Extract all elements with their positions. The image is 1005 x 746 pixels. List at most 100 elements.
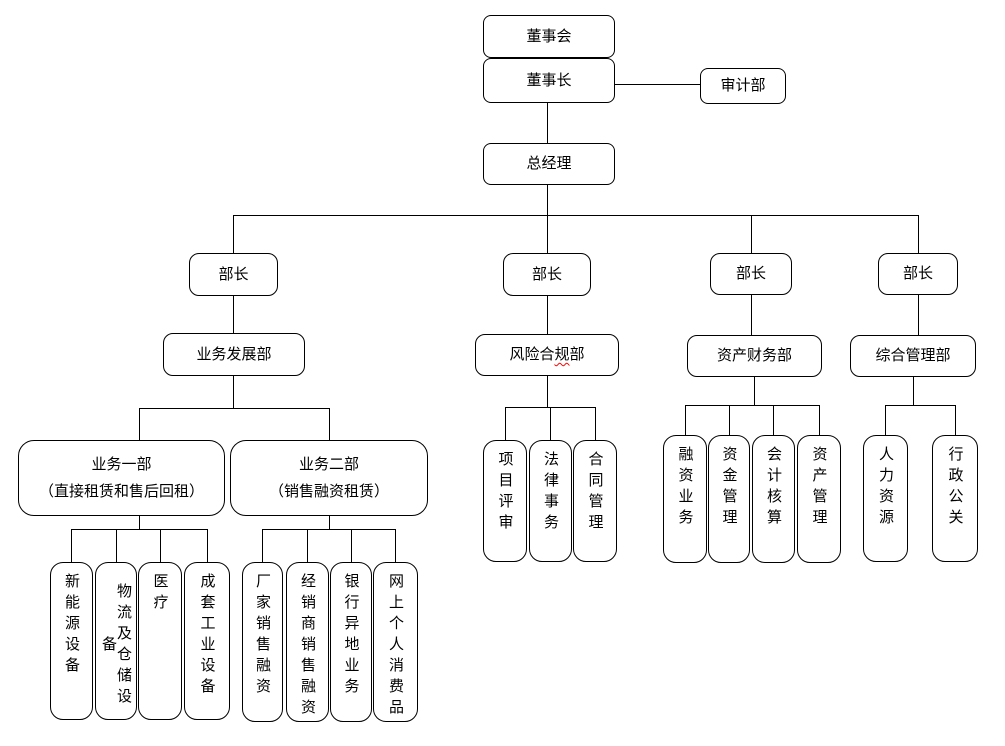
connector-line — [547, 185, 549, 215]
connector-line — [550, 407, 552, 440]
node-business-development-dept: 业务发展部 — [163, 333, 305, 376]
node-label: 人力资源 — [877, 446, 894, 530]
node-accounting: 会计核算 — [752, 435, 795, 563]
connector-line — [819, 405, 821, 435]
node-minister-1: 部长 — [189, 253, 278, 296]
node-complete-industrial-equipment: 成套工业设备 — [184, 562, 230, 720]
node-label: 综合管理部 — [875, 347, 951, 364]
connector-line — [262, 529, 264, 562]
node-label: 资产管理 — [810, 446, 828, 530]
connector-line — [547, 296, 549, 334]
connector-main-rail — [233, 215, 918, 217]
node-board-of-directors: 董事会 — [483, 15, 615, 58]
connector-line — [207, 529, 209, 562]
connector-line — [547, 103, 549, 143]
node-label: 新能源设备 — [63, 573, 80, 678]
node-label: 风险合规部 — [509, 346, 585, 363]
node-label: 资金管理 — [720, 446, 738, 530]
node-label: 总经理 — [526, 155, 572, 172]
node-label: 部长 — [218, 265, 249, 283]
node-label: 厂家销售融资 — [254, 573, 271, 699]
connector-line — [329, 408, 331, 440]
connector-line — [751, 215, 753, 253]
node-label: 合同管理 — [586, 451, 604, 535]
connector-line — [139, 408, 141, 440]
node-label: 资产财务部 — [716, 347, 792, 364]
node-medical: 医疗 — [138, 562, 182, 720]
node-business-division-2: 业务二部 （销售融资租赁） — [230, 440, 428, 516]
connector-line — [307, 529, 309, 562]
node-bank-remote-business: 银行异地业务 — [330, 562, 372, 722]
connector-line — [116, 529, 118, 562]
connector-line — [233, 296, 235, 333]
node-contract-management: 合同管理 — [573, 440, 617, 562]
connector-chairman-audit — [615, 84, 700, 86]
node-subtitle: （直接租赁和售后回租） — [38, 483, 204, 500]
node-label: 董事长 — [526, 71, 572, 89]
spellcheck-underline: 规 — [554, 346, 570, 363]
node-project-review: 项目评审 — [483, 440, 527, 562]
node-general-management-dept: 综合管理部 — [850, 335, 976, 377]
connector-line — [751, 295, 753, 335]
node-label: 部长 — [902, 265, 933, 282]
connector-asset-rail — [685, 405, 819, 407]
node-minister-3: 部长 — [710, 253, 792, 295]
node-label: 部长 — [735, 265, 766, 282]
connector-line — [918, 215, 920, 253]
node-general-manager: 总经理 — [483, 143, 615, 185]
connector-line — [913, 377, 915, 405]
connector-line — [729, 405, 731, 435]
node-title: 业务一部 — [91, 456, 152, 473]
node-asset-management: 资产管理 — [797, 435, 841, 563]
node-label: 成套工业设备 — [198, 573, 216, 699]
node-label: 网上个人消费品 — [387, 573, 404, 720]
node-title: 业务二部 — [298, 456, 359, 473]
node-business-division-1: 业务一部 （直接租赁和售后回租） — [18, 440, 225, 516]
connector-line — [685, 405, 687, 435]
node-new-energy-equipment: 新能源设备 — [50, 562, 93, 720]
connector-line — [754, 377, 756, 405]
connector-line — [351, 529, 353, 562]
connector-line — [505, 407, 507, 440]
node-label: 业务发展部 — [196, 345, 272, 363]
node-audit-dept: 审计部 — [700, 68, 786, 104]
node-label: 经销商销售融资 — [299, 573, 316, 720]
connector-line — [160, 529, 162, 562]
node-online-personal-consumer-goods: 网上个人消费品 — [373, 562, 418, 722]
node-minister-2: 部长 — [503, 253, 591, 296]
connector-div2-rail — [262, 529, 396, 531]
node-label: 董事会 — [526, 27, 572, 45]
node-human-resources: 人力资源 — [863, 435, 908, 562]
node-chairman: 董事长 — [483, 58, 615, 103]
node-label: 法律事务 — [542, 451, 559, 535]
node-label: 银行异地业务 — [342, 573, 360, 699]
node-label: 审计部 — [720, 77, 766, 94]
node-manufacturer-sales-financing: 厂家销售融资 — [242, 562, 283, 722]
node-funds-management: 资金管理 — [708, 435, 750, 563]
connector-line — [595, 407, 597, 440]
connector-line — [918, 295, 920, 335]
connector-line — [71, 529, 73, 562]
connector-line — [885, 405, 887, 435]
connector-line — [233, 376, 235, 408]
node-risk-compliance-dept: 风险合规部 — [475, 334, 619, 376]
node-minister-4: 部长 — [878, 253, 958, 295]
node-dealer-sales-financing: 经销商销售融资 — [286, 562, 329, 722]
connector-div1-rail — [71, 529, 207, 531]
connector-line — [547, 215, 549, 253]
node-admin-public-relations: 行政公关 — [932, 435, 978, 562]
node-legal-affairs: 法律事务 — [529, 440, 572, 562]
node-subtitle: （销售融资租赁） — [268, 483, 389, 500]
connector-line — [233, 215, 235, 253]
connector-line — [395, 529, 397, 562]
connector-line — [547, 376, 549, 407]
connector-admin-rail — [885, 405, 955, 407]
node-label: 部长 — [531, 265, 562, 283]
node-financing-business: 融资业务 — [663, 435, 707, 563]
node-asset-finance-dept: 资产财务部 — [687, 335, 822, 377]
connector-line — [773, 405, 775, 435]
node-label: 物流及仓储设备 — [100, 583, 132, 709]
node-label: 行政公关 — [946, 446, 964, 530]
connector-line — [329, 516, 331, 529]
connector-line — [139, 516, 141, 529]
